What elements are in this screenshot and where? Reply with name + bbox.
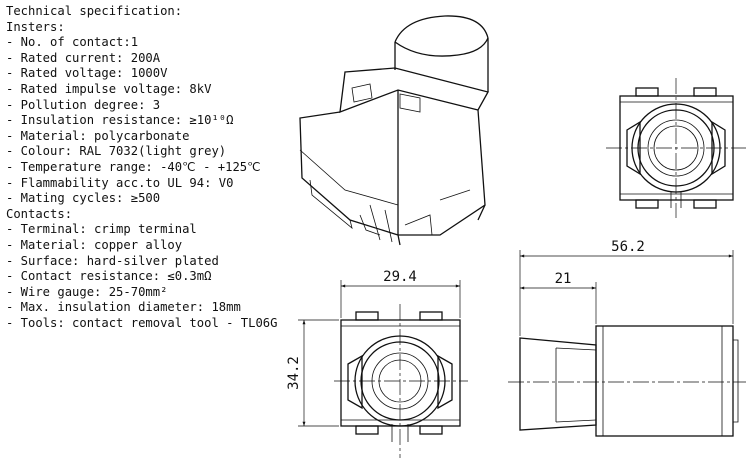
contact-spec-item: - Wire gauge: 25-70mm² [6, 284, 168, 299]
contact-spec-item: - Material: copper alloy [6, 237, 183, 252]
contacts-heading: Contacts: [6, 206, 73, 221]
contact-spec-item: - Contact resistance: ≤0.3mΩ [6, 269, 212, 284]
insert-spec-item: - Rated current: 200A [6, 50, 161, 65]
front-view [298, 280, 468, 458]
insert-spec-item: - Temperature range: -40℃ - +125℃ [6, 159, 261, 174]
side-view [508, 250, 746, 437]
dim-side-total-length: 56.2 [611, 239, 645, 255]
dim-side-partial-length: 21 [555, 271, 572, 287]
insert-spec-item: - Rated voltage: 1000V [6, 66, 168, 81]
technical-specification: Technical specification: Insters: - No. … [6, 4, 296, 331]
rear-view [606, 78, 746, 218]
isometric-view [299, 15, 489, 246]
inserts-heading: Insters: [6, 19, 65, 34]
insert-spec-item: - Rated impulse voltage: 8kV [6, 81, 212, 96]
contact-spec-item: - Surface: hard-silver plated [6, 253, 219, 268]
dim-front-height: 34.2 [286, 356, 302, 390]
insert-spec-item: - Material: polycarbonate [6, 128, 190, 143]
contact-spec-item: - Max. insulation diameter: 18mm [6, 300, 241, 315]
insert-spec-item: - No. of contact:1 [6, 35, 139, 50]
insert-spec-item: - Colour: RAL 7032(light grey) [6, 144, 227, 159]
insert-spec-item: - Pollution degree: 3 [6, 97, 161, 112]
dim-front-width: 29.4 [383, 269, 417, 285]
contact-spec-item: - Terminal: crimp terminal [6, 222, 197, 237]
insert-spec-item: - Insulation resistance: ≥10¹⁰Ω [6, 113, 234, 128]
spec-title: Technical specification: [6, 4, 183, 18]
insert-spec-item: - Mating cycles: ≥500 [6, 191, 161, 206]
contact-spec-item: - Tools: contact removal tool - TL06G [6, 315, 278, 330]
insert-spec-item: - Flammability acc.to UL 94: V0 [6, 175, 234, 190]
